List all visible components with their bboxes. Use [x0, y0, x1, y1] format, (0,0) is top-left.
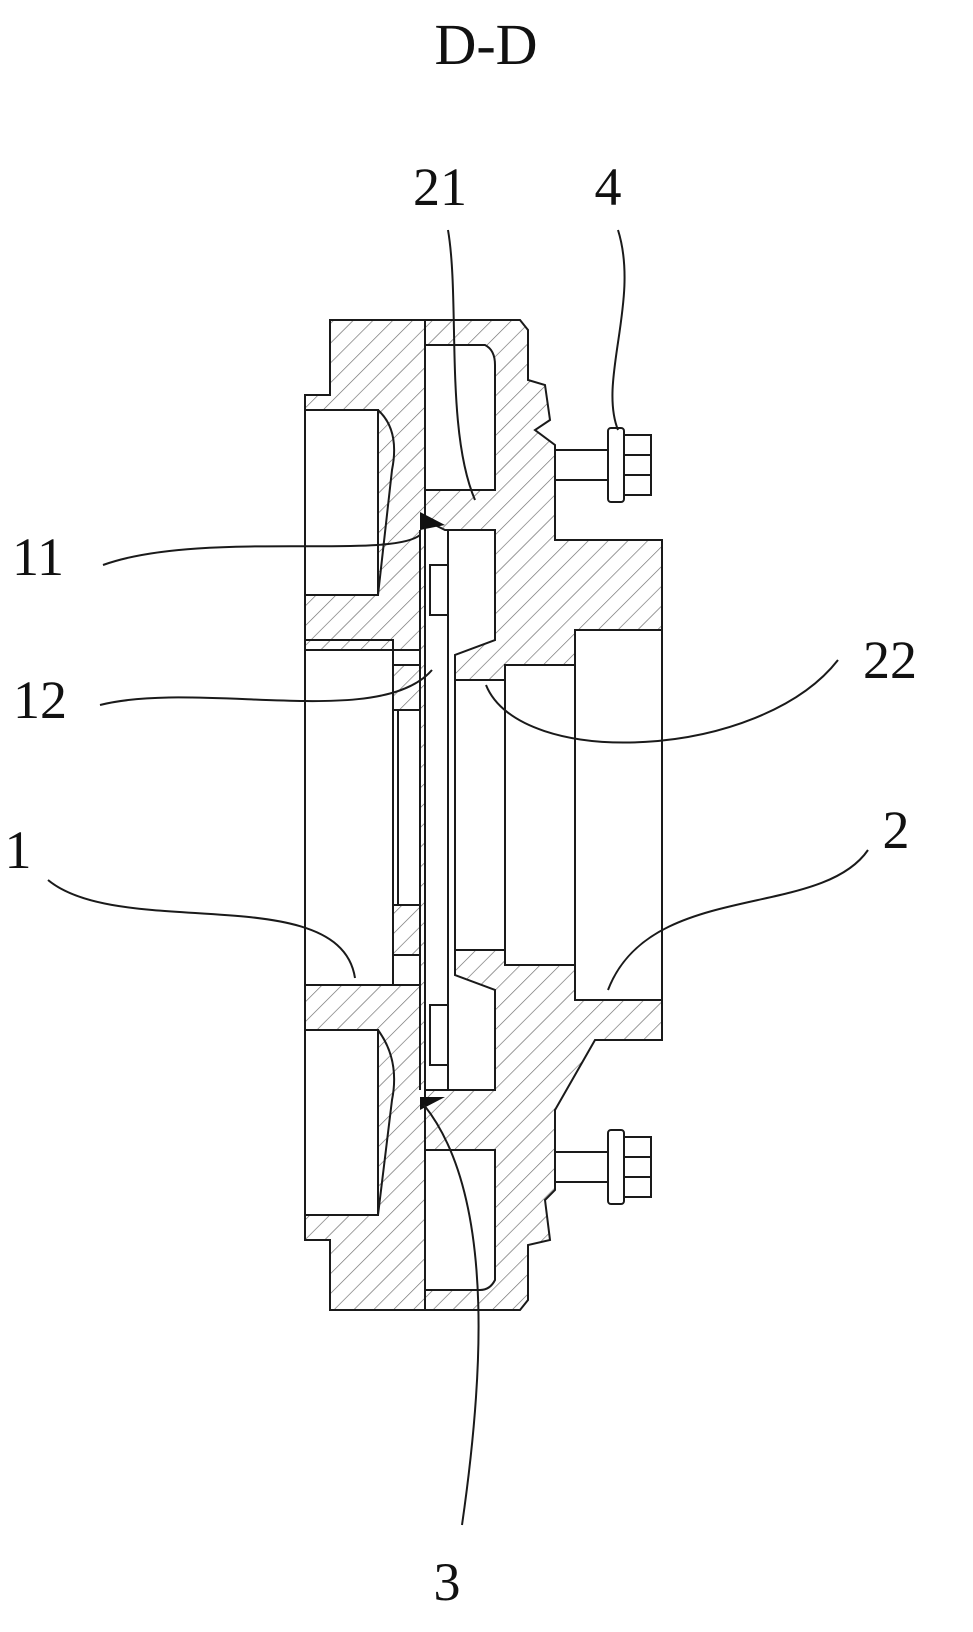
bolt-4-upper — [554, 427, 652, 503]
label-1: 1 — [5, 820, 32, 880]
leader-11 — [102, 534, 421, 566]
label-3: 3 — [434, 1552, 461, 1612]
leader-lines — [47, 229, 869, 1526]
label-12: 12 — [13, 670, 67, 730]
label-21: 21 — [413, 157, 467, 217]
leader-4 — [611, 229, 626, 431]
leader-12 — [99, 669, 433, 706]
label-4: 4 — [595, 157, 622, 217]
leader-2 — [607, 849, 869, 991]
section-title: D-D — [434, 12, 537, 77]
center-plate — [419, 320, 449, 1310]
leader-1 — [47, 879, 356, 979]
right-housing-cavities — [424, 344, 663, 1291]
label-2: 2 — [883, 800, 910, 860]
label-22: 22 — [863, 630, 917, 690]
left-housing-bore — [304, 639, 421, 986]
label-11: 11 — [12, 527, 64, 587]
leader-21 — [447, 229, 476, 501]
bolt-4-lower — [554, 1129, 652, 1205]
leader-22 — [485, 659, 839, 744]
leader-3 — [423, 1104, 480, 1526]
left-housing-1 — [304, 319, 426, 1311]
